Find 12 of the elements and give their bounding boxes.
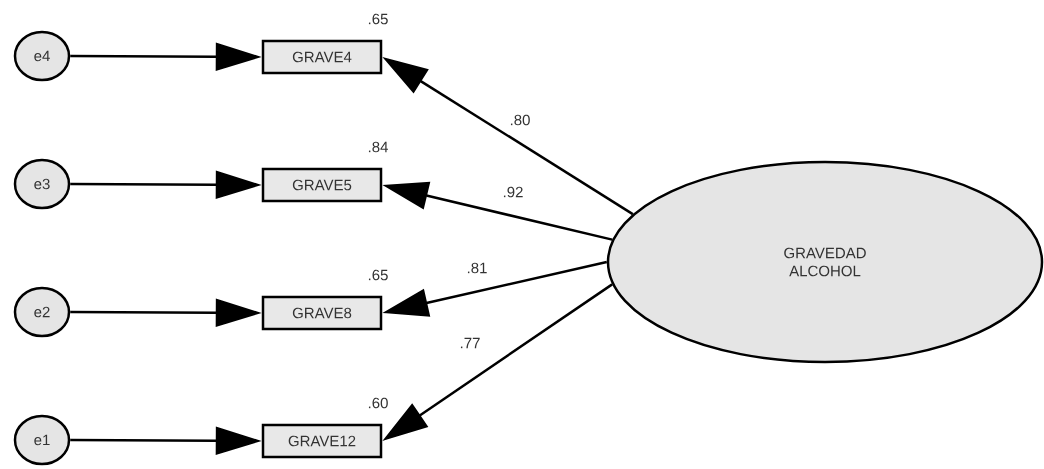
coefficient-label: .84: [368, 141, 388, 153]
coefficient-label: .60: [368, 397, 388, 409]
coefficient-label: .65: [368, 269, 388, 281]
edge-label: .77: [458, 336, 482, 350]
edge-label: .80: [508, 113, 532, 127]
variable-box: GRAVE12: [261, 423, 383, 459]
edge-label: .92: [501, 185, 525, 199]
coefficient-label: .65: [368, 13, 388, 25]
variable-box: GRAVE4: [261, 39, 383, 75]
variable-box: GRAVE8: [261, 295, 383, 331]
edge-label: .81: [465, 261, 489, 275]
variable-box: GRAVE5: [261, 167, 383, 203]
